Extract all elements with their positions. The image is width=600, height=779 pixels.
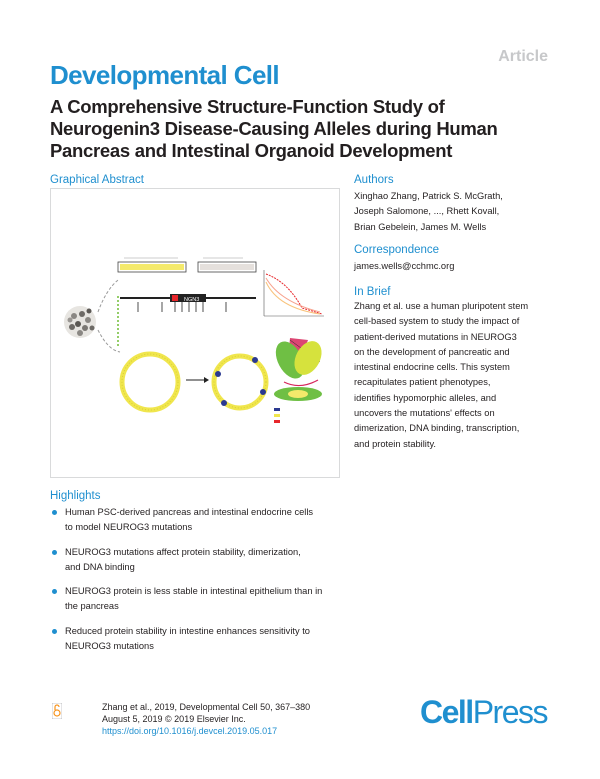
gene-domain-red (172, 295, 178, 301)
graphical-abstract-heading: Graphical Abstract (50, 174, 144, 186)
highlight-line: and DNA binding (65, 561, 135, 572)
stability-plot (263, 270, 324, 317)
stem-cell-cluster (64, 306, 96, 338)
highlight-line: NEUROG3 mutations (65, 641, 154, 652)
doi-link[interactable]: https://doi.org/10.1016/j.devcel.2019.05… (102, 725, 278, 736)
gene-label: NGN3 (184, 297, 199, 303)
graphical-abstract-figure: NGN3 (64, 257, 324, 423)
intestine-lineage-box (197, 261, 257, 273)
article-type-tag: Article (498, 48, 548, 65)
author-line: Brian Gebelein, James M. Wells (354, 221, 487, 232)
correspondence-heading: Correspondence (354, 244, 440, 256)
highlight-line: NEUROG3 protein is less stable in intest… (65, 586, 323, 597)
dimer-illustration (274, 338, 322, 401)
logo-press: Press (472, 694, 549, 730)
organoid-left (119, 351, 181, 413)
arrow-to-intestine (97, 329, 121, 353)
author-line: Xinghao Zhang, Patrick S. McGrath, (354, 191, 503, 201)
brief-line: identifies hypomorphic alleles, and (354, 392, 497, 403)
organoid-right (211, 353, 269, 411)
title-line: Neurogenin3 Disease-Causing Alleles duri… (50, 118, 498, 139)
arrow-to-pancreas (97, 279, 119, 313)
open-access-icon (52, 703, 62, 719)
bullet-icon (52, 549, 57, 555)
in-brief-text: Zhang et al. use a human pluripotent ste… (354, 299, 549, 452)
title-line: A Comprehensive Structure-Function Study… (50, 96, 445, 117)
highlights-list: Human PSC-derived pancreas and intestina… (50, 505, 350, 663)
citation-block: Zhang et al., 2019, Developmental Cell 5… (102, 702, 310, 737)
graphical-abstract-frame (50, 188, 340, 478)
brief-line: intestinal endocrine cells. This system (354, 362, 510, 373)
brief-line: Zhang et al. use a human pluripotent ste… (354, 301, 529, 311)
organoid-arrowhead (204, 377, 209, 383)
bullet-icon (52, 510, 57, 515)
intestine-lineage-fill (200, 264, 254, 270)
highlight-item: Human PSC-derived pancreas and intestina… (50, 505, 350, 536)
author-line: Joseph Salomone, ..., Rhett Kovall, (354, 206, 500, 217)
bullet-icon (52, 589, 57, 595)
brief-line: cell-based system to study the impact of (354, 316, 520, 327)
gene-domain (170, 294, 206, 302)
brief-line: uncovers the mutations' effects on (354, 408, 495, 419)
mutation-arrows (137, 302, 227, 312)
highlights-heading: Highlights (50, 490, 101, 502)
cellpress-logo: CellPress (420, 694, 549, 731)
bullet-icon (52, 628, 57, 634)
in-brief-heading: In Brief (354, 286, 391, 298)
brief-line: recapitulates patient phenotypes, (354, 377, 491, 388)
highlight-line: Reduced protein stability in intestine e… (65, 625, 310, 636)
correspondence-email[interactable]: james.wells@cchmc.org (354, 261, 455, 271)
title-line: Pancreas and Intestinal Organoid Develop… (50, 140, 453, 161)
citation-line: Zhang et al., 2019, Developmental Cell 5… (102, 702, 311, 712)
highlight-line: Human PSC-derived pancreas and intestina… (65, 507, 314, 517)
highlight-item: Reduced protein stability in intestine e… (50, 624, 350, 655)
pancreas-lineage-box (117, 261, 187, 273)
journal-title: Developmental Cell (50, 60, 280, 90)
brief-line: patient-derived mutations in NEUROG3 (354, 331, 517, 342)
citation-date: August 5, 2019 © 2019 Elsevier Inc. (102, 713, 246, 724)
highlight-line: the pancreas (65, 601, 119, 612)
article-title: A Comprehensive Structure-Function Study… (50, 96, 560, 162)
legend (274, 408, 280, 423)
brief-line: on the development of pancreatic and (354, 346, 510, 357)
pancreas-lineage-fill (120, 264, 184, 270)
brief-line: and protein stability. (354, 438, 436, 449)
highlight-item: NEUROG3 mutations affect protein stabili… (50, 545, 350, 576)
author-list: Xinghao Zhang, Patrick S. McGrath, Josep… (354, 189, 554, 235)
highlight-line: NEUROG3 mutations affect protein stabili… (65, 546, 301, 557)
logo-cell: Cell (420, 694, 474, 730)
brief-line: dimerization, DNA binding, transcription… (354, 423, 520, 434)
highlight-item: NEUROG3 protein is less stable in intest… (50, 584, 350, 615)
authors-heading: Authors (354, 174, 394, 186)
highlight-line: to model NEUROG3 mutations (65, 522, 193, 533)
